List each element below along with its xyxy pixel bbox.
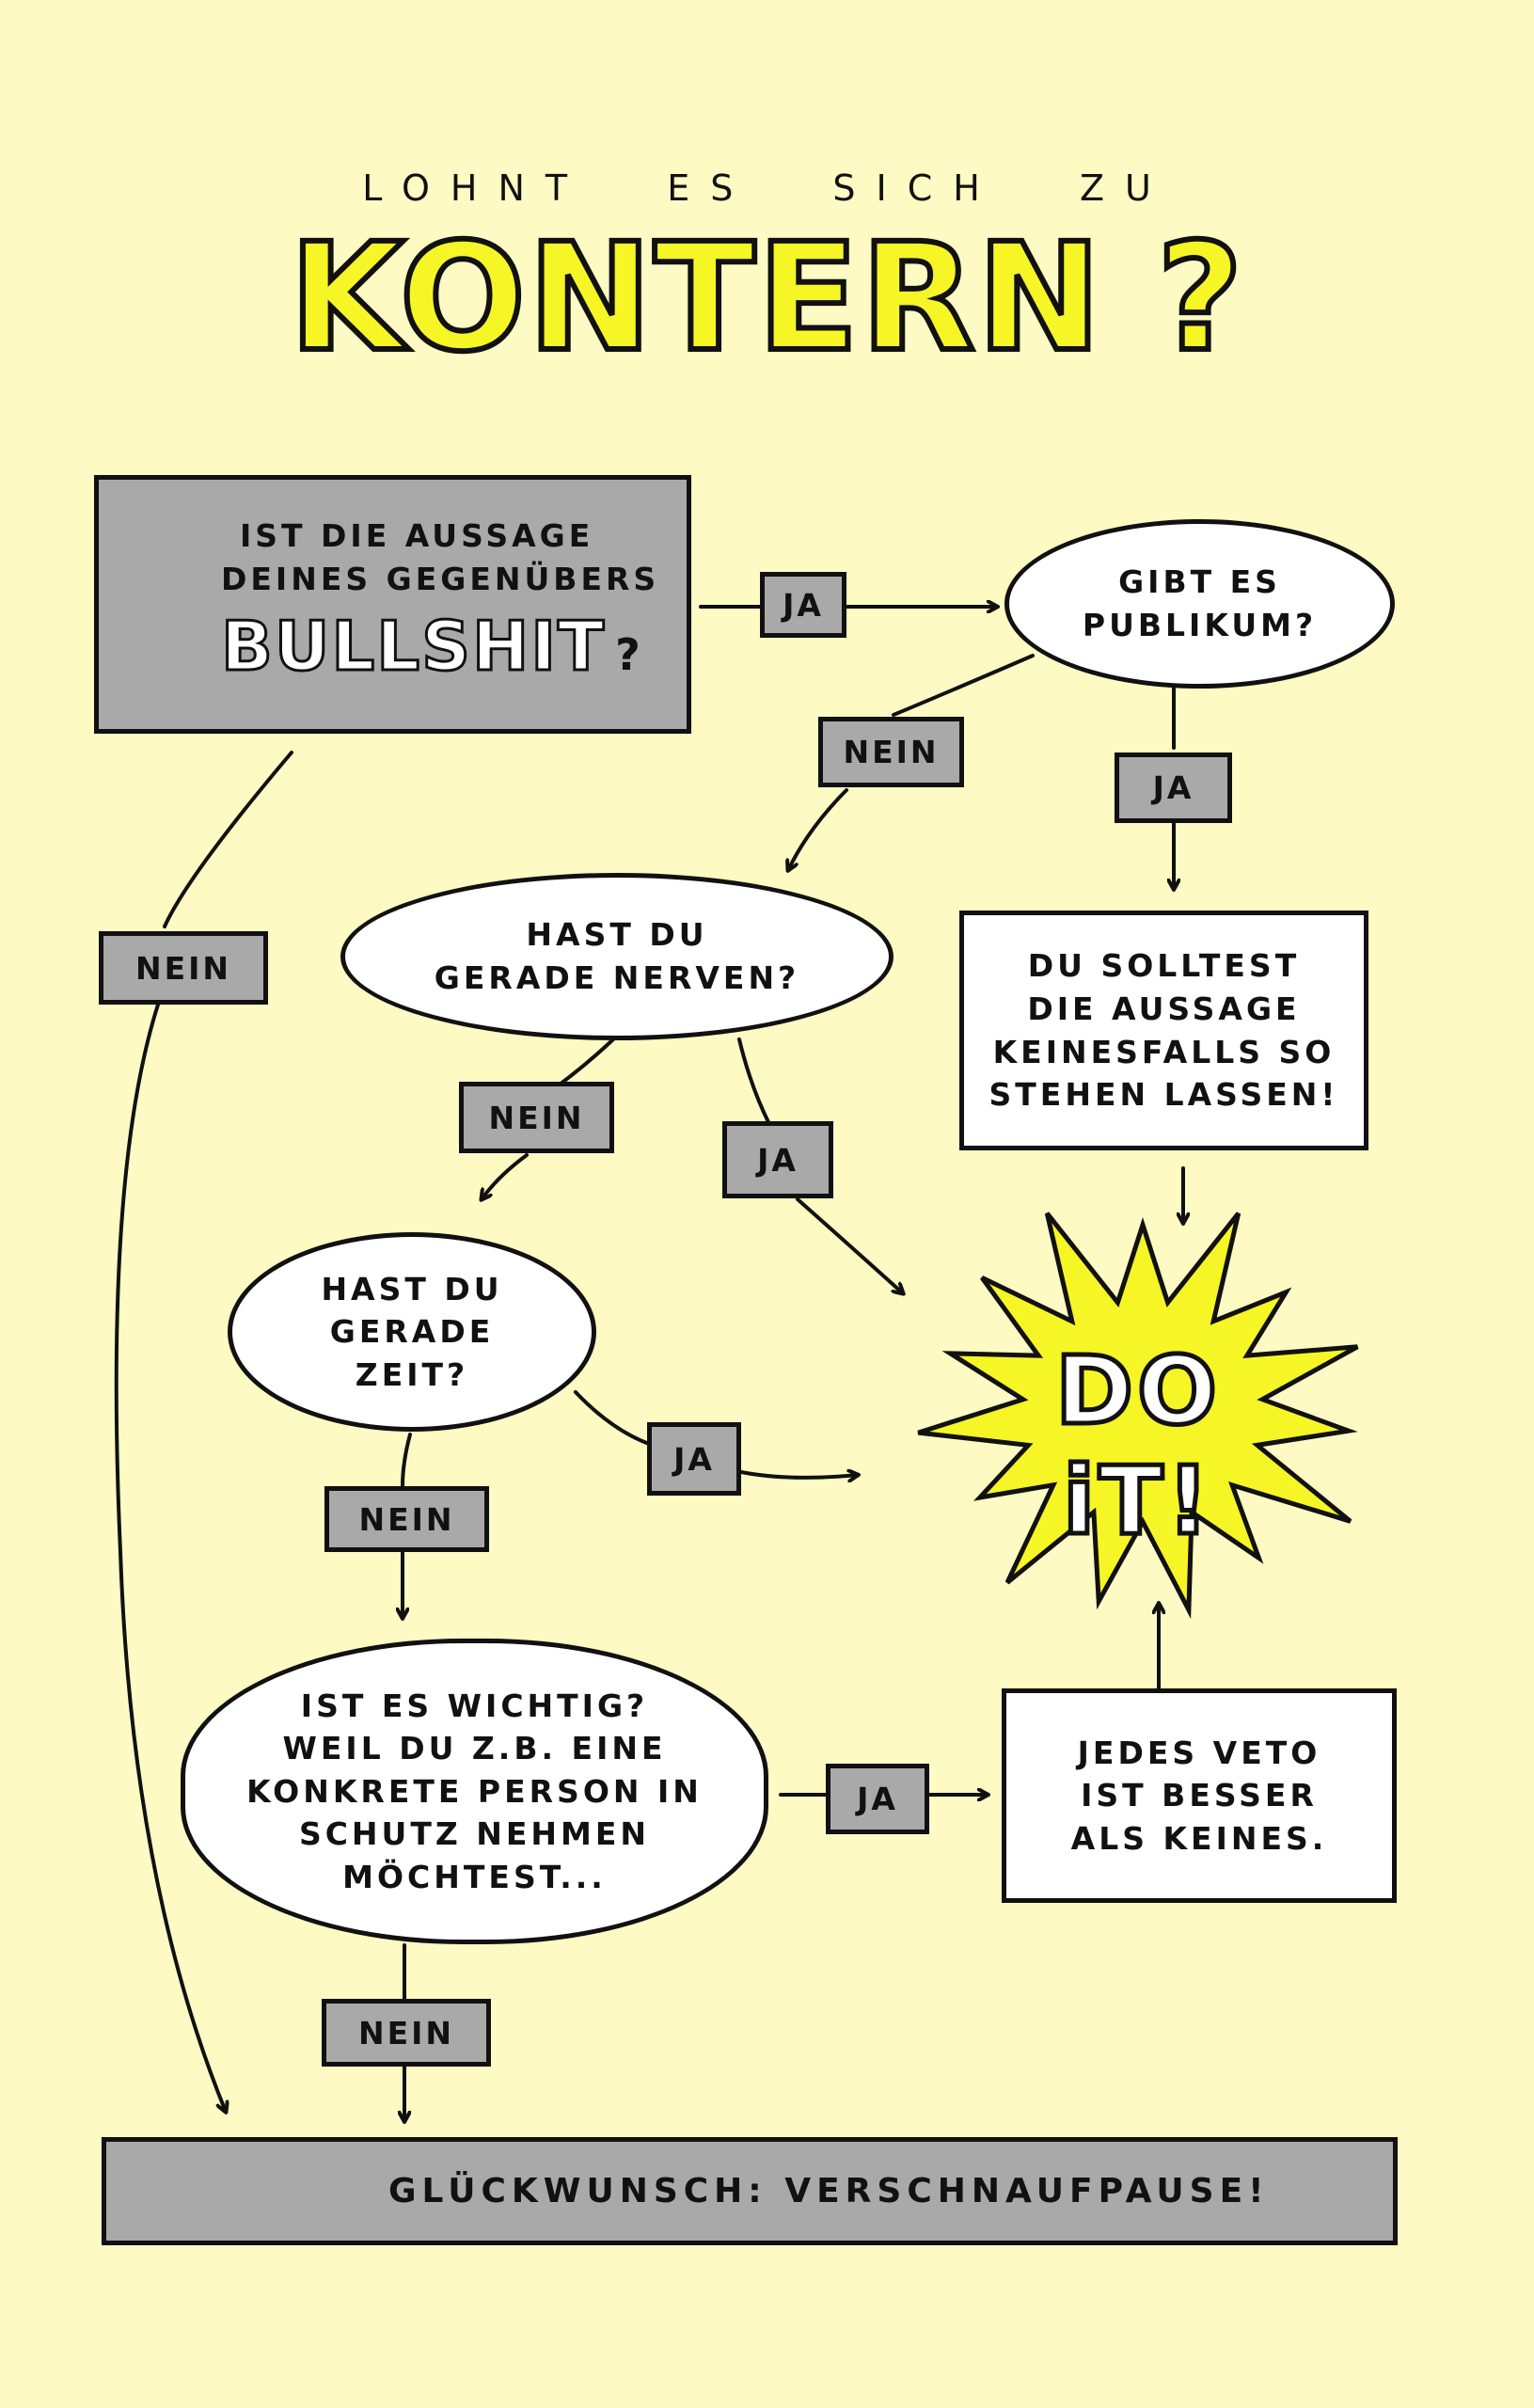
node-publikum: GIBT ES PUBLIKUM?	[1004, 519, 1395, 689]
edge-label-ja-4: JA	[647, 1422, 741, 1496]
node-veto: JEDES VETO IST BESSER ALS KEINES.	[1002, 1688, 1397, 1903]
node-zeit: HAST DU GERADE ZEIT?	[228, 1232, 596, 1432]
edge-label-ja-3: JA	[722, 1121, 833, 1198]
node-verschnaufpause: GLÜCKWUNSCH: VERSCHNAUFPAUSE!	[102, 2137, 1398, 2245]
node-bullshit-word: BULLSHIT	[219, 606, 607, 688]
title-line-2: KONTERN ?	[286, 209, 1245, 388]
edge-nerven-doit	[737, 1038, 903, 1293]
edge-label-nein-3: NEIN	[459, 1082, 614, 1153]
title-line-1: LOHNT ES SICH ZU	[362, 167, 1172, 209]
node-nerven: HAST DU GERADE NERVEN?	[340, 873, 894, 1040]
edge-zeit-wichtig	[403, 1433, 410, 1618]
node-wichtig: IST ES WICHTIG? WEIL DU Z.B. EINE KONKRE…	[181, 1639, 768, 1944]
node-doit: DO iT!	[1052, 1334, 1222, 1559]
starburst-icon	[917, 1212, 1359, 1620]
node-bullshit: IST DIE AUSSAGE DEINES GEGENÜBERS BULLSH…	[94, 475, 691, 734]
node-bullshit-line1: IST DIE AUSSAGE	[240, 517, 594, 555]
edge-label-nein-4: NEIN	[324, 1486, 489, 1552]
edge-label-ja-1: JA	[760, 572, 846, 638]
node-stehen-lassen: DU SOLLTEST DIE AUSSAGE KEINESFALLS SO S…	[959, 911, 1368, 1150]
edge-label-nein-2: NEIN	[99, 931, 268, 1005]
edge-label-nein-1: NEIN	[818, 717, 964, 787]
edge-label-nein-5: NEIN	[322, 1999, 491, 2067]
node-bullshit-mark: ?	[615, 629, 644, 681]
node-bullshit-line2: DEINES GEGENÜBERS	[221, 560, 660, 597]
edge-label-ja-5: JA	[826, 1764, 929, 1834]
edge-publikum-nerven	[788, 654, 1035, 870]
edge-label-ja-2: JA	[1115, 752, 1232, 823]
edge-zeit-doit	[574, 1390, 858, 1478]
edge-bullshit-pause	[114, 751, 293, 2112]
